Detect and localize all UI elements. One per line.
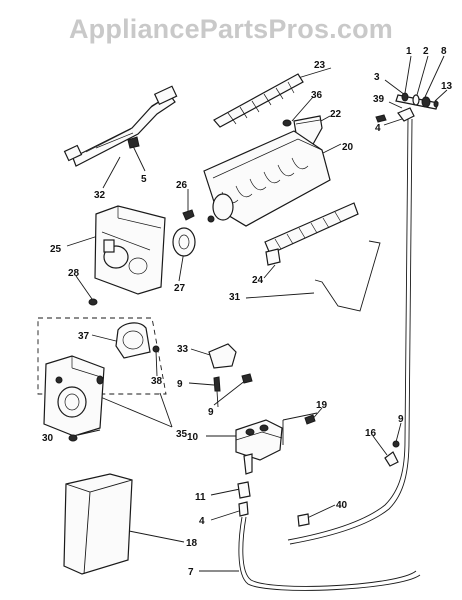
callout-28: 28 <box>68 268 80 279</box>
part-25-control-housing <box>94 205 166 295</box>
part-5-clip <box>127 136 140 149</box>
callout-9-right: 9 <box>398 414 404 425</box>
callout-38: 38 <box>151 376 163 387</box>
part-20-ice-mold <box>203 130 331 227</box>
callout-27: 27 <box>174 283 186 294</box>
callout-26: 26 <box>176 180 188 191</box>
callout-2: 2 <box>423 46 429 57</box>
callout-30: 30 <box>42 433 54 444</box>
callout-1: 1 <box>406 46 412 57</box>
part-18-ice-bin <box>63 473 133 575</box>
callout-19: 19 <box>316 400 328 411</box>
callout-20: 20 <box>342 142 354 153</box>
part-16-tube-clamp <box>384 440 400 467</box>
part-27-motor-gear <box>172 227 196 257</box>
callout-40: 40 <box>336 500 348 511</box>
part-10-water-valve <box>235 419 283 475</box>
callout-22: 22 <box>330 109 342 120</box>
part-1-2-8-13-fittings <box>375 92 439 123</box>
watermark-logo: AppliancePartsPros.com <box>68 14 393 44</box>
part-31-shutoff-arm <box>314 240 381 312</box>
callout-9-lower: 9 <box>208 407 214 418</box>
water-tube <box>287 107 415 545</box>
callout-11: 11 <box>195 492 206 503</box>
callout-39: 39 <box>373 94 385 105</box>
callout-24: 24 <box>252 275 264 286</box>
callout-9-left: 9 <box>177 379 183 390</box>
part-37-motor <box>115 322 160 359</box>
part-30-screw <box>68 434 78 442</box>
callout-16: 16 <box>365 428 377 439</box>
callout-7: 7 <box>188 567 194 578</box>
part-26-screw <box>182 209 195 221</box>
part-32-wire-harness <box>63 85 178 167</box>
callout-32: 32 <box>94 190 106 201</box>
callout-18: 18 <box>186 538 198 549</box>
callout-25: 25 <box>50 244 62 255</box>
part-35-module-plate <box>43 355 105 437</box>
part-33-bracket <box>208 343 253 392</box>
callout-10: 10 <box>187 432 199 443</box>
part-19-screw <box>304 414 316 425</box>
callout-35: 35 <box>176 429 188 440</box>
callout-36: 36 <box>311 90 323 101</box>
callout-31: 31 <box>229 292 241 303</box>
callout-33: 33 <box>177 344 189 355</box>
callout-labels: 1 2 8 13 23 3 39 4 36 22 20 32 5 26 25 2… <box>42 46 453 578</box>
module-dashed-outline <box>37 317 167 395</box>
part-7-inlet-tube <box>238 516 421 591</box>
callout-8: 8 <box>441 46 447 57</box>
callout-13: 13 <box>441 81 453 92</box>
part-24-heater-bar <box>264 202 359 266</box>
callout-4-top: 4 <box>375 123 381 134</box>
part-23-ejector-shaft <box>213 73 304 128</box>
callout-5: 5 <box>141 174 147 185</box>
part-36-screw <box>282 119 292 127</box>
callout-4-lower: 4 <box>199 516 205 527</box>
part-11-4-40-fittings <box>237 481 310 527</box>
callout-37: 37 <box>78 331 90 342</box>
callout-23: 23 <box>314 60 326 71</box>
callout-3: 3 <box>374 72 380 83</box>
part-28-screw <box>88 298 98 306</box>
